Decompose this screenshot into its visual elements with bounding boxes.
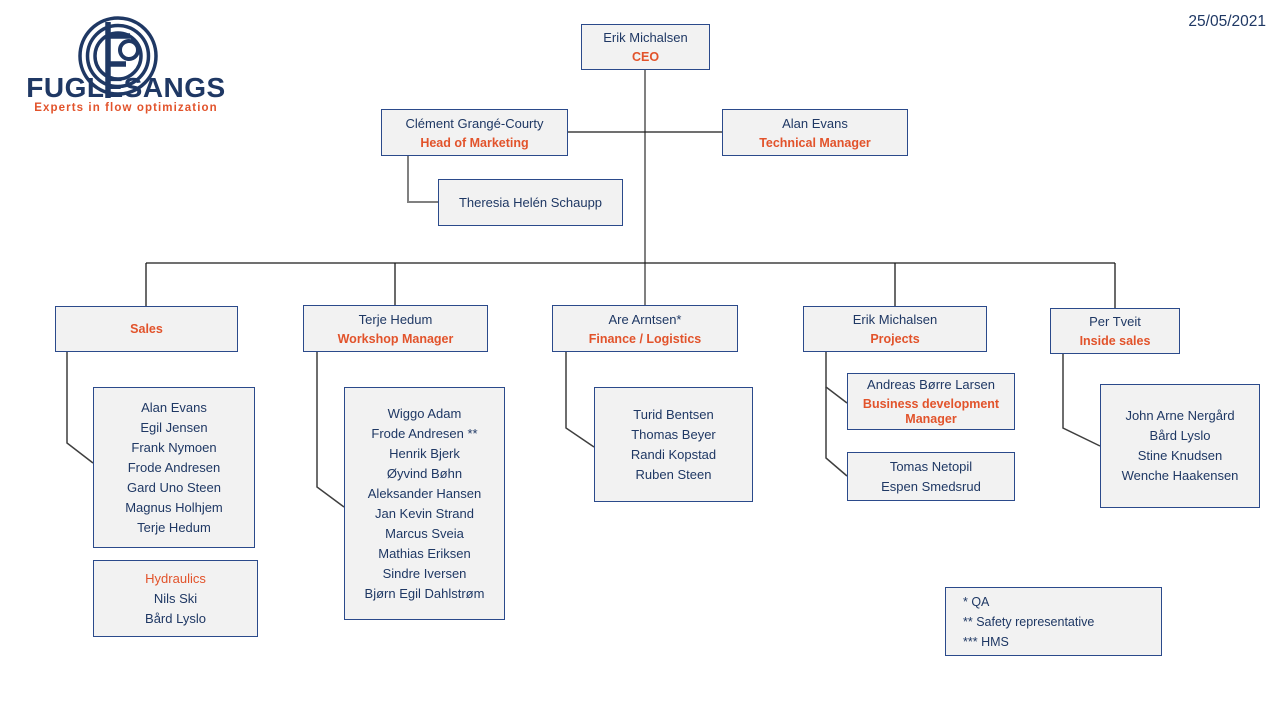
finance-member: Turid Bentsen <box>633 406 714 422</box>
inside-sales-member: Wenche Haakensen <box>1121 468 1239 483</box>
date-label: 25/05/2021 <box>1188 13 1266 30</box>
node-head-of-marketing: Clément Grangé-Courty Head of Marketing <box>381 109 568 156</box>
sales-member: Gard Uno Steen <box>127 479 221 495</box>
node-business-dev-role: Business development Manager <box>862 397 1000 426</box>
node-marketing-assistant-name: Theresia Helén Schaupp <box>458 195 603 210</box>
sales-member: Frode Andresen <box>127 459 221 475</box>
company-logo: FUGLESANGS Experts in flow optimization <box>16 10 236 120</box>
workshop-member: Wiggo Adam <box>387 405 462 421</box>
node-ceo-role: CEO <box>631 50 660 64</box>
workshop-member: Marcus Sveia <box>385 525 464 541</box>
workshop-member: Sindre Iversen <box>382 565 467 581</box>
projects-member: Espen Smedsrud <box>881 478 981 494</box>
finance-member: Randi Kopstad <box>630 446 717 462</box>
node-sales: Sales <box>55 306 238 352</box>
workshop-member: Bjørn Egil Dahlstrøm <box>364 585 485 601</box>
inside-sales-member: John Arne Nergård <box>1125 408 1235 423</box>
sales-member: Egil Jensen <box>140 419 208 435</box>
inside-sales-member: Bård Lyslo <box>1149 428 1211 443</box>
logo-brand-text: FUGLESANGS <box>26 72 226 103</box>
node-inside-sales: Per Tveit Inside sales <box>1050 308 1180 354</box>
finance-member: Ruben Steen <box>635 466 712 482</box>
node-business-dev-name: Andreas Børre Larsen <box>867 377 995 392</box>
node-business-dev: Andreas Børre Larsen Business developmen… <box>847 373 1015 430</box>
sales-member: Frank Nymoen <box>131 439 217 455</box>
node-inside-sales-name: Per Tveit <box>1089 314 1141 329</box>
node-technical-name: Alan Evans <box>782 115 848 131</box>
node-inside-sales-role: Inside sales <box>1079 334 1151 348</box>
workshop-member: Henrik Bjerk <box>389 445 460 461</box>
node-technical-role: Technical Manager <box>759 135 871 150</box>
workshop-member: Mathias Eriksen <box>378 545 471 561</box>
workshop-member: Øyvind Bøhn <box>386 465 463 481</box>
legend-item: ** Safety representative <box>963 614 1095 629</box>
finance-member: Thomas Beyer <box>631 426 716 442</box>
logo-tagline-text: Experts in flow optimization <box>34 102 218 114</box>
sales-member: Magnus Holhjem <box>125 499 223 515</box>
inside-sales-member: Stine Knudsen <box>1137 448 1223 463</box>
workshop-member: Aleksander Hansen <box>367 485 482 501</box>
node-finance-logistics: Are Arntsen* Finance / Logistics <box>552 305 738 352</box>
node-technical-manager: Alan Evans Technical Manager <box>722 109 908 156</box>
legend-box: * QA ** Safety representative *** HMS <box>945 587 1162 656</box>
node-marketing-role: Head of Marketing <box>420 135 529 150</box>
node-ceo: Erik Michalsen CEO <box>581 24 710 70</box>
node-finance-role: Finance / Logistics <box>588 331 702 346</box>
node-projects-role: Projects <box>870 332 920 346</box>
hydraulics-member: Bård Lyslo <box>145 610 206 626</box>
workshop-member: Jan Kevin Strand <box>374 505 474 521</box>
node-projects: Erik Michalsen Projects <box>803 306 987 352</box>
node-marketing-assistant: Theresia Helén Schaupp <box>438 179 623 226</box>
legend-item: * QA <box>963 594 990 609</box>
node-finance-name: Are Arntsen* <box>608 311 682 327</box>
workshop-member: Frode Andresen ** <box>371 425 478 441</box>
node-marketing-name: Clément Grangé-Courty <box>405 115 544 131</box>
node-workshop-manager: Terje Hedum Workshop Manager <box>303 305 488 352</box>
node-sales-role: Sales <box>130 321 163 336</box>
projects-member: Tomas Netopil <box>889 458 973 474</box>
node-projects-name: Erik Michalsen <box>852 312 938 327</box>
sales-member: Terje Hedum <box>137 519 211 535</box>
legend-item: *** HMS <box>963 634 1009 649</box>
hydraulics-member: Nils Ski <box>153 590 198 606</box>
node-ceo-name: Erik Michalsen <box>603 30 688 45</box>
node-workshop-role: Workshop Manager <box>337 331 454 346</box>
sales-member: Alan Evans <box>141 399 207 415</box>
hydraulics-title: Hydraulics <box>145 570 206 586</box>
node-workshop-name: Terje Hedum <box>358 311 433 327</box>
fuglesangs-spiral-icon <box>78 16 158 98</box>
